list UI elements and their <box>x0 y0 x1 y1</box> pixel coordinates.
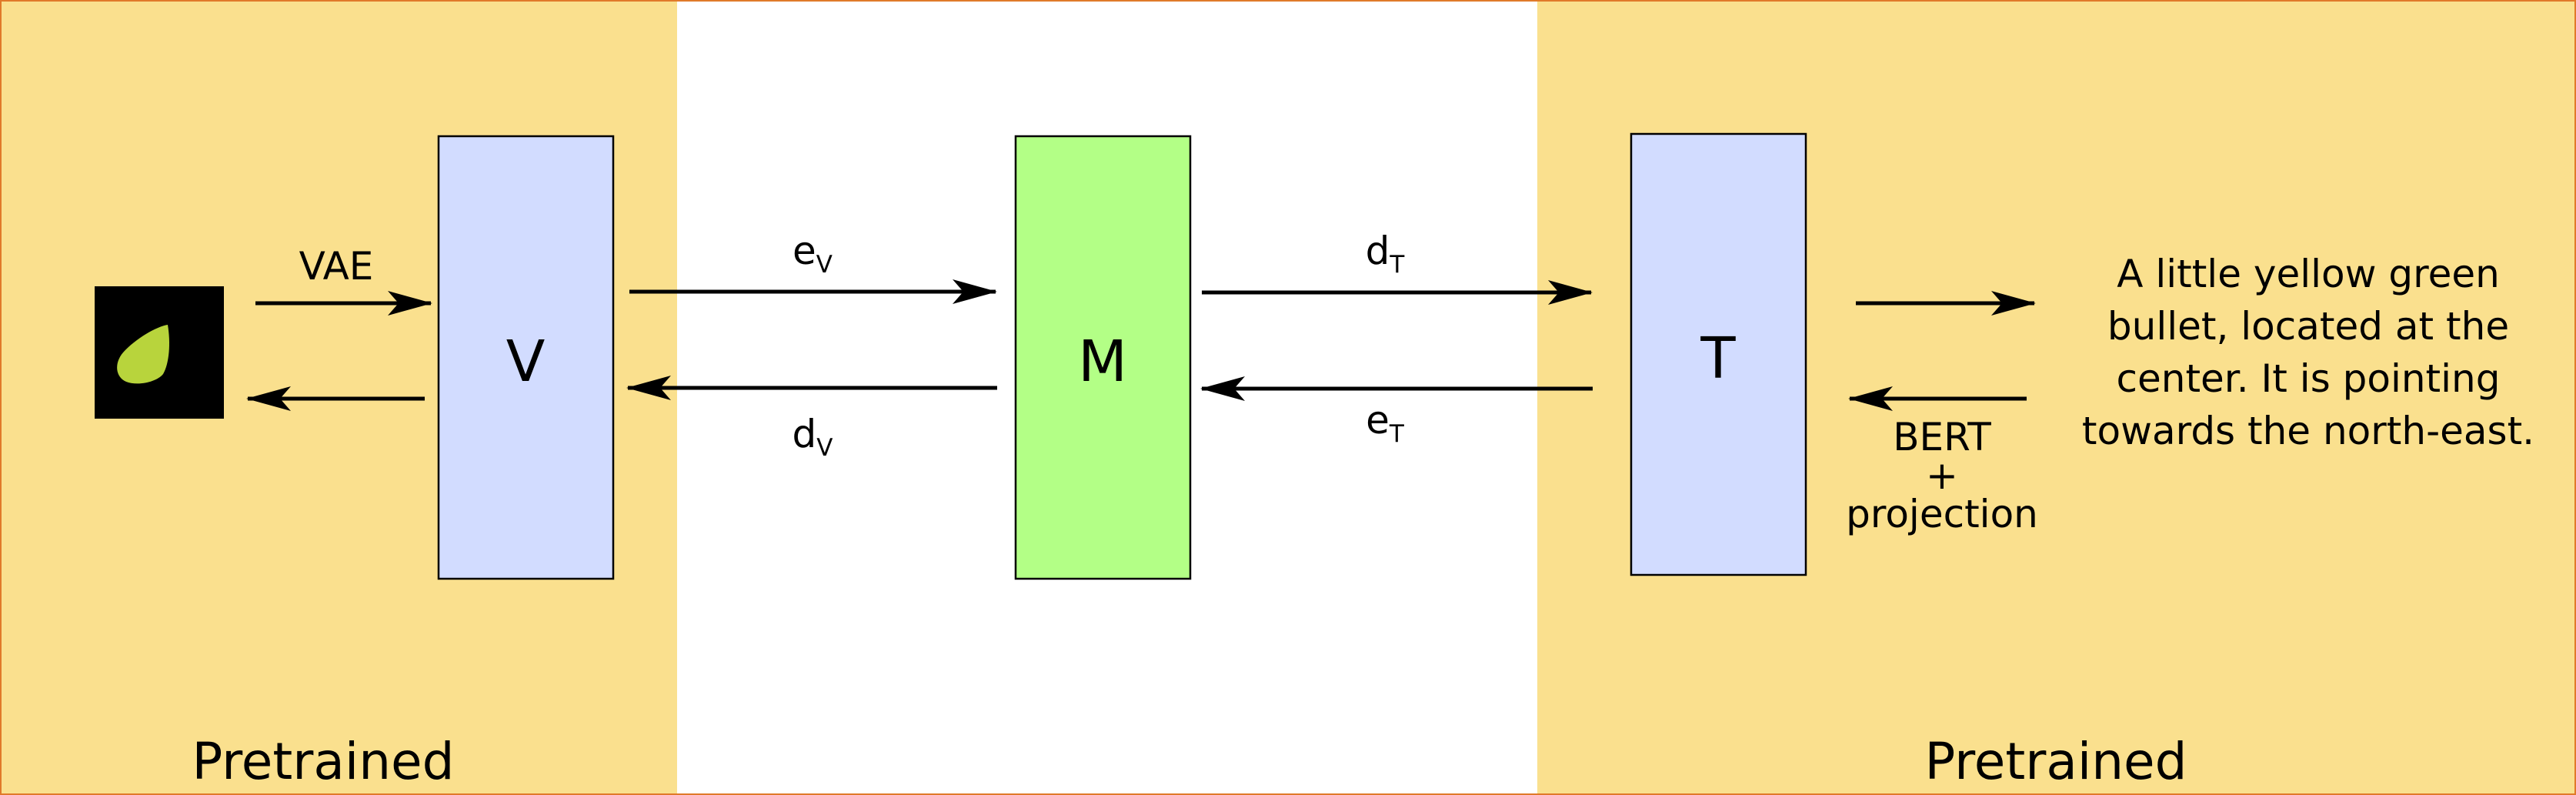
dv-label-sub: V <box>816 433 833 462</box>
dt-label: dT <box>1365 229 1405 276</box>
vae-label: VAE <box>299 244 374 289</box>
region-label-left: Pretrained <box>192 732 455 791</box>
model-box[interactable] <box>1014 135 1192 580</box>
et-label: eT <box>1366 401 1404 446</box>
caption-line-1: A little yellow green <box>2117 252 2500 296</box>
dv-label-main: d <box>792 412 817 456</box>
visual-encoder-box[interactable] <box>437 135 615 580</box>
yellow-green-bullet-shape <box>117 325 169 384</box>
caption-line-2: bullet, located at the <box>2107 304 2510 349</box>
caption-text: A little yellow green bullet, located at… <box>2047 248 2570 457</box>
region-label-right: Pretrained <box>1924 732 2187 791</box>
dv-label: dV <box>792 412 833 459</box>
box-t-label: T <box>1700 326 1736 392</box>
ev-label-main: e <box>792 229 816 273</box>
et-label-sub: T <box>1389 419 1404 448</box>
dt-label-main: d <box>1365 229 1390 273</box>
bert-label: BERT <box>1893 415 1991 459</box>
et-label-main: e <box>1366 398 1390 443</box>
ev-label: eV <box>792 229 833 276</box>
ev-label-sub: V <box>816 250 833 279</box>
box-m-label: M <box>1078 329 1127 395</box>
plus-label: + <box>1926 453 1958 498</box>
box-v-label: V <box>506 329 546 395</box>
caption-line-3: center. It is pointing <box>2116 356 2501 401</box>
caption-line-4: towards the north-east. <box>2081 409 2535 453</box>
dt-label-sub: T <box>1390 250 1405 279</box>
projection-label: projection <box>1846 492 2038 536</box>
text-encoder-box[interactable] <box>1630 132 1807 576</box>
